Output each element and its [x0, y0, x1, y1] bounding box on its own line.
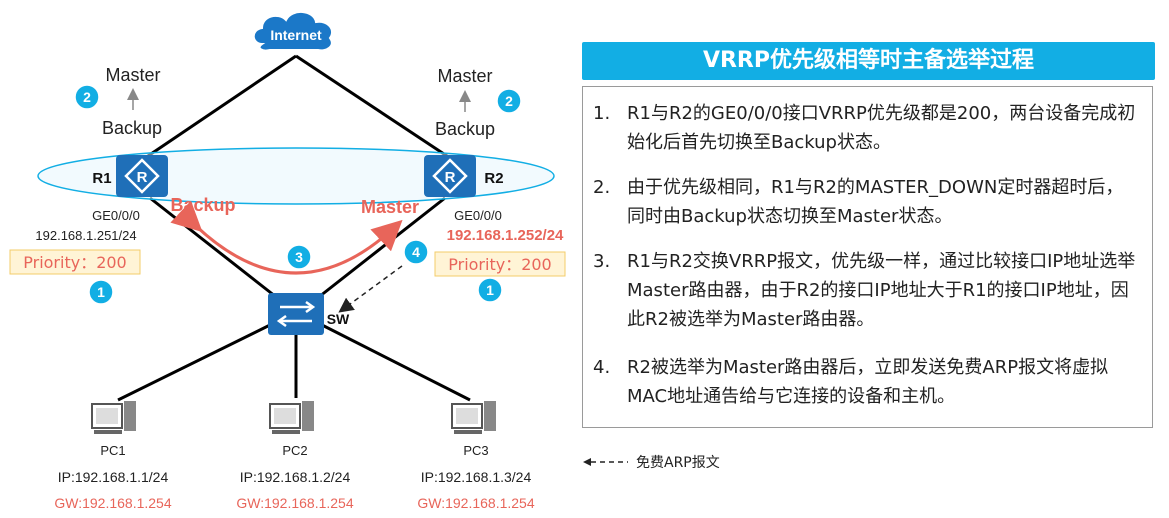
step-number: 2.: [593, 177, 611, 198]
step-badge-2-right-label: 2: [505, 93, 513, 109]
r1-priority-box: [9, 249, 141, 275]
r1-ip: 192.168.1.251/24: [35, 228, 136, 243]
pc3-icon: [451, 401, 496, 434]
step-text: R1与R2的GE0/0/0接口VRRP优先级都是200，两台设备完成初始化后首先…: [627, 103, 1136, 153]
internet-label: Internet: [270, 27, 322, 43]
svg-text:R: R: [445, 169, 456, 186]
step-badge-1-right-label: 1: [486, 282, 494, 298]
r2-state-label: Master: [361, 197, 419, 217]
step-item-4: 4. R2被选举为Master路由器后，立即发送免费ARP报文将虚拟MAC地址通…: [593, 353, 1140, 411]
step-number: 3.: [593, 251, 611, 272]
step-badge-1-left-label: 1: [97, 284, 105, 300]
internet-cloud-icon: [252, 11, 334, 52]
pc3-ip: IP:192.168.1.3/24: [421, 469, 532, 485]
r2-router-icon: R: [424, 155, 476, 197]
switch-icon: [268, 293, 324, 335]
vrrp-group-ellipse: [37, 147, 555, 205]
step-badge-1-right: [477, 277, 503, 303]
pc2-gw: GW:192.168.1.254: [236, 495, 353, 511]
pc1-ip: IP:192.168.1.1/24: [58, 469, 169, 485]
step-badge-2-left-label: 2: [83, 89, 91, 105]
panel-title: VRRP优先级相等时主备选举过程: [582, 42, 1155, 80]
pc3-name: PC3: [463, 443, 488, 458]
pc2-icon: [269, 401, 314, 434]
r1-priority: Priority：200: [23, 253, 127, 272]
pc3-gw: GW:192.168.1.254: [417, 495, 534, 511]
r2-priority: Priority：200: [448, 255, 552, 274]
r2-ip: 192.168.1.252/24: [447, 227, 564, 244]
pc1-name: PC1: [100, 443, 125, 458]
dashed-arrow-icon: [583, 458, 628, 466]
step-text: 由于优先级相同，R1与R2的MASTER_DOWN定时器超时后，同时由Backu…: [627, 177, 1124, 227]
network-links: [117, 54, 471, 402]
step-text: R2被选举为Master路由器后，立即发送免费ARP报文将虚拟MAC地址通告给与…: [627, 357, 1109, 407]
gratuitous-arp-arrow: [338, 265, 403, 313]
step-item-2: 2. 由于优先级相同，R1与R2的MASTER_DOWN定时器超时后，同时由Ba…: [593, 173, 1140, 231]
r2-role-master: Master: [437, 66, 492, 86]
r1-state-label: Backup: [170, 195, 235, 215]
r2-interface: GE0/0/0: [454, 208, 502, 223]
r1-role-backup: Backup: [102, 118, 162, 138]
r2-role-backup: Backup: [435, 119, 495, 139]
network-diagram: Internet Master Backup 2 Master Backup 2…: [9, 11, 566, 511]
step-item-1: 1. R1与R2的GE0/0/0接口VRRP优先级都是200，两台设备完成初始化…: [593, 99, 1140, 157]
step-badge-4: [403, 239, 429, 265]
steps-panel: 1. R1与R2的GE0/0/0接口VRRP优先级都是200，两台设备完成初始化…: [582, 86, 1153, 428]
r1-role-master: Master: [105, 65, 160, 85]
step-badge-4-label: 4: [412, 244, 420, 260]
step-number: 4.: [593, 357, 611, 378]
r1-name: R1: [92, 170, 111, 187]
pc2-name: PC2: [282, 443, 307, 458]
vrrp-exchange-arrow: [170, 200, 403, 275]
step-badge-3-label: 3: [295, 249, 303, 265]
step-badge-2-left: [74, 84, 100, 110]
step-badge-2-right: [496, 88, 522, 114]
pc1-icon: [91, 401, 136, 434]
r1-interface: GE0/0/0: [92, 208, 140, 223]
step-text: R1与R2交换VRRP报文，优先级一样，通过比较接口IP地址选举Master路由…: [627, 251, 1136, 330]
step-item-3: 3. R1与R2交换VRRP报文，优先级一样，通过比较接口IP地址选举Maste…: [593, 247, 1140, 334]
legend-label: 免费ARP报文: [636, 455, 720, 471]
pc2-ip: IP:192.168.1.2/24: [240, 469, 351, 485]
r1-router-icon: R: [116, 155, 168, 197]
r2-priority-box: [434, 251, 566, 277]
step-badge-3: [286, 244, 312, 270]
step-number: 1.: [593, 103, 611, 124]
r2-name: R2: [484, 170, 503, 187]
svg-text:R: R: [137, 169, 148, 186]
switch-name: SW: [327, 311, 350, 327]
legend: 免费ARP报文: [582, 452, 720, 472]
step-badge-1-left: [88, 279, 114, 305]
pc1-gw: GW:192.168.1.254: [54, 495, 171, 511]
